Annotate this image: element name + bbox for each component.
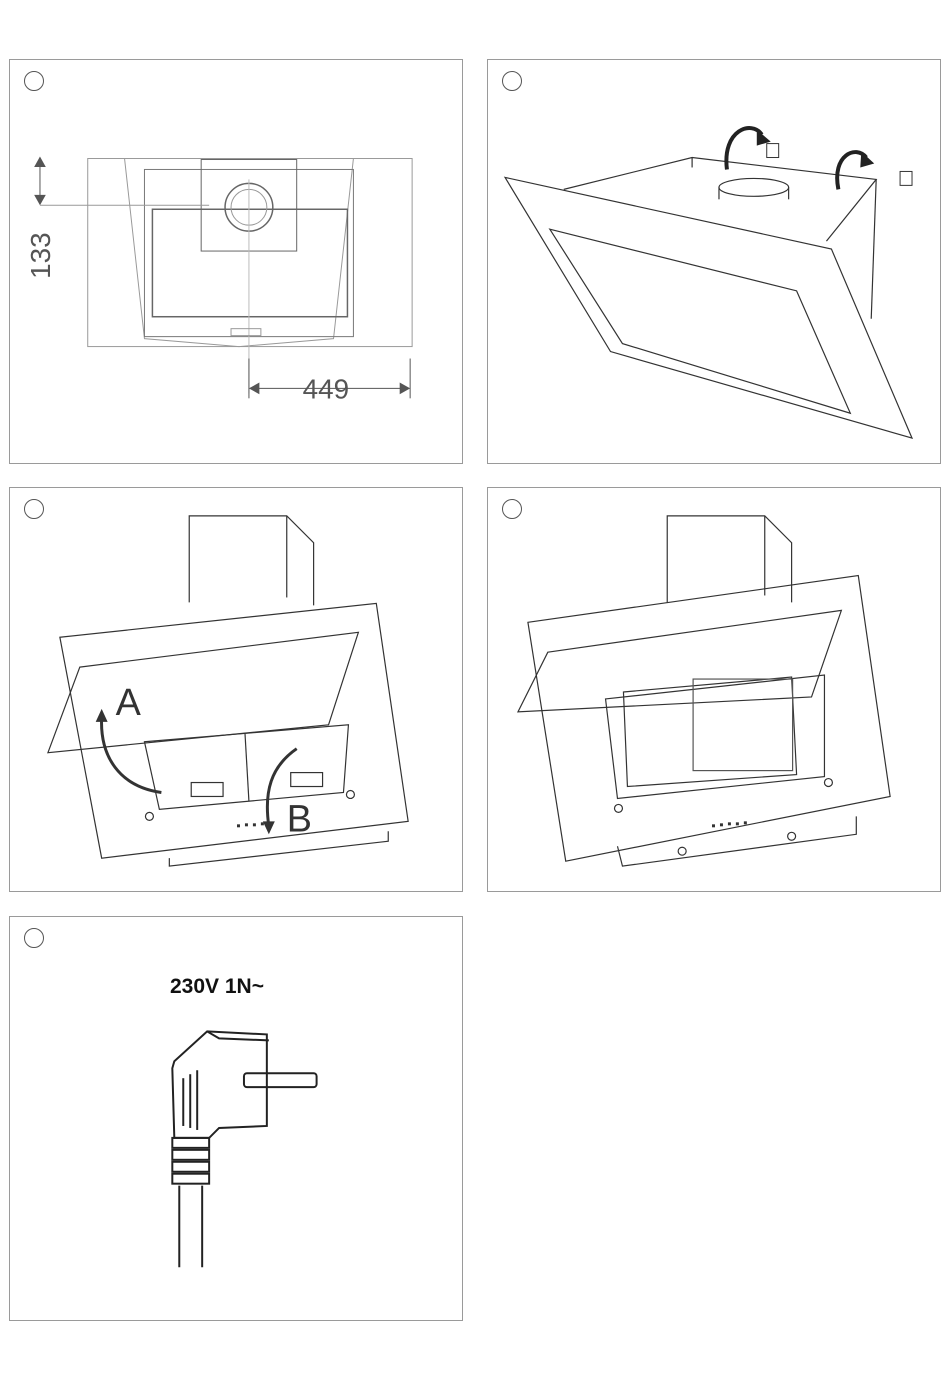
hood-open-drawing bbox=[488, 488, 940, 891]
panel-power: 230V 1N~ bbox=[9, 916, 463, 1321]
label-a: A bbox=[116, 682, 142, 724]
panel-filter-removal: A B bbox=[9, 487, 463, 892]
hood-filter-removal-drawing: A B bbox=[10, 488, 462, 891]
dimension-133: 133 bbox=[25, 232, 56, 278]
hood-mounting-drawing bbox=[488, 60, 940, 463]
panel-filter-removed bbox=[487, 487, 941, 892]
hood-front-drawing: 133 449 bbox=[10, 60, 462, 463]
panel-dimensions: 133 449 bbox=[9, 59, 463, 464]
label-b: B bbox=[287, 798, 312, 840]
plug-drawing bbox=[10, 917, 462, 1320]
dimension-449: 449 bbox=[303, 373, 349, 404]
panel-mounting bbox=[487, 59, 941, 464]
